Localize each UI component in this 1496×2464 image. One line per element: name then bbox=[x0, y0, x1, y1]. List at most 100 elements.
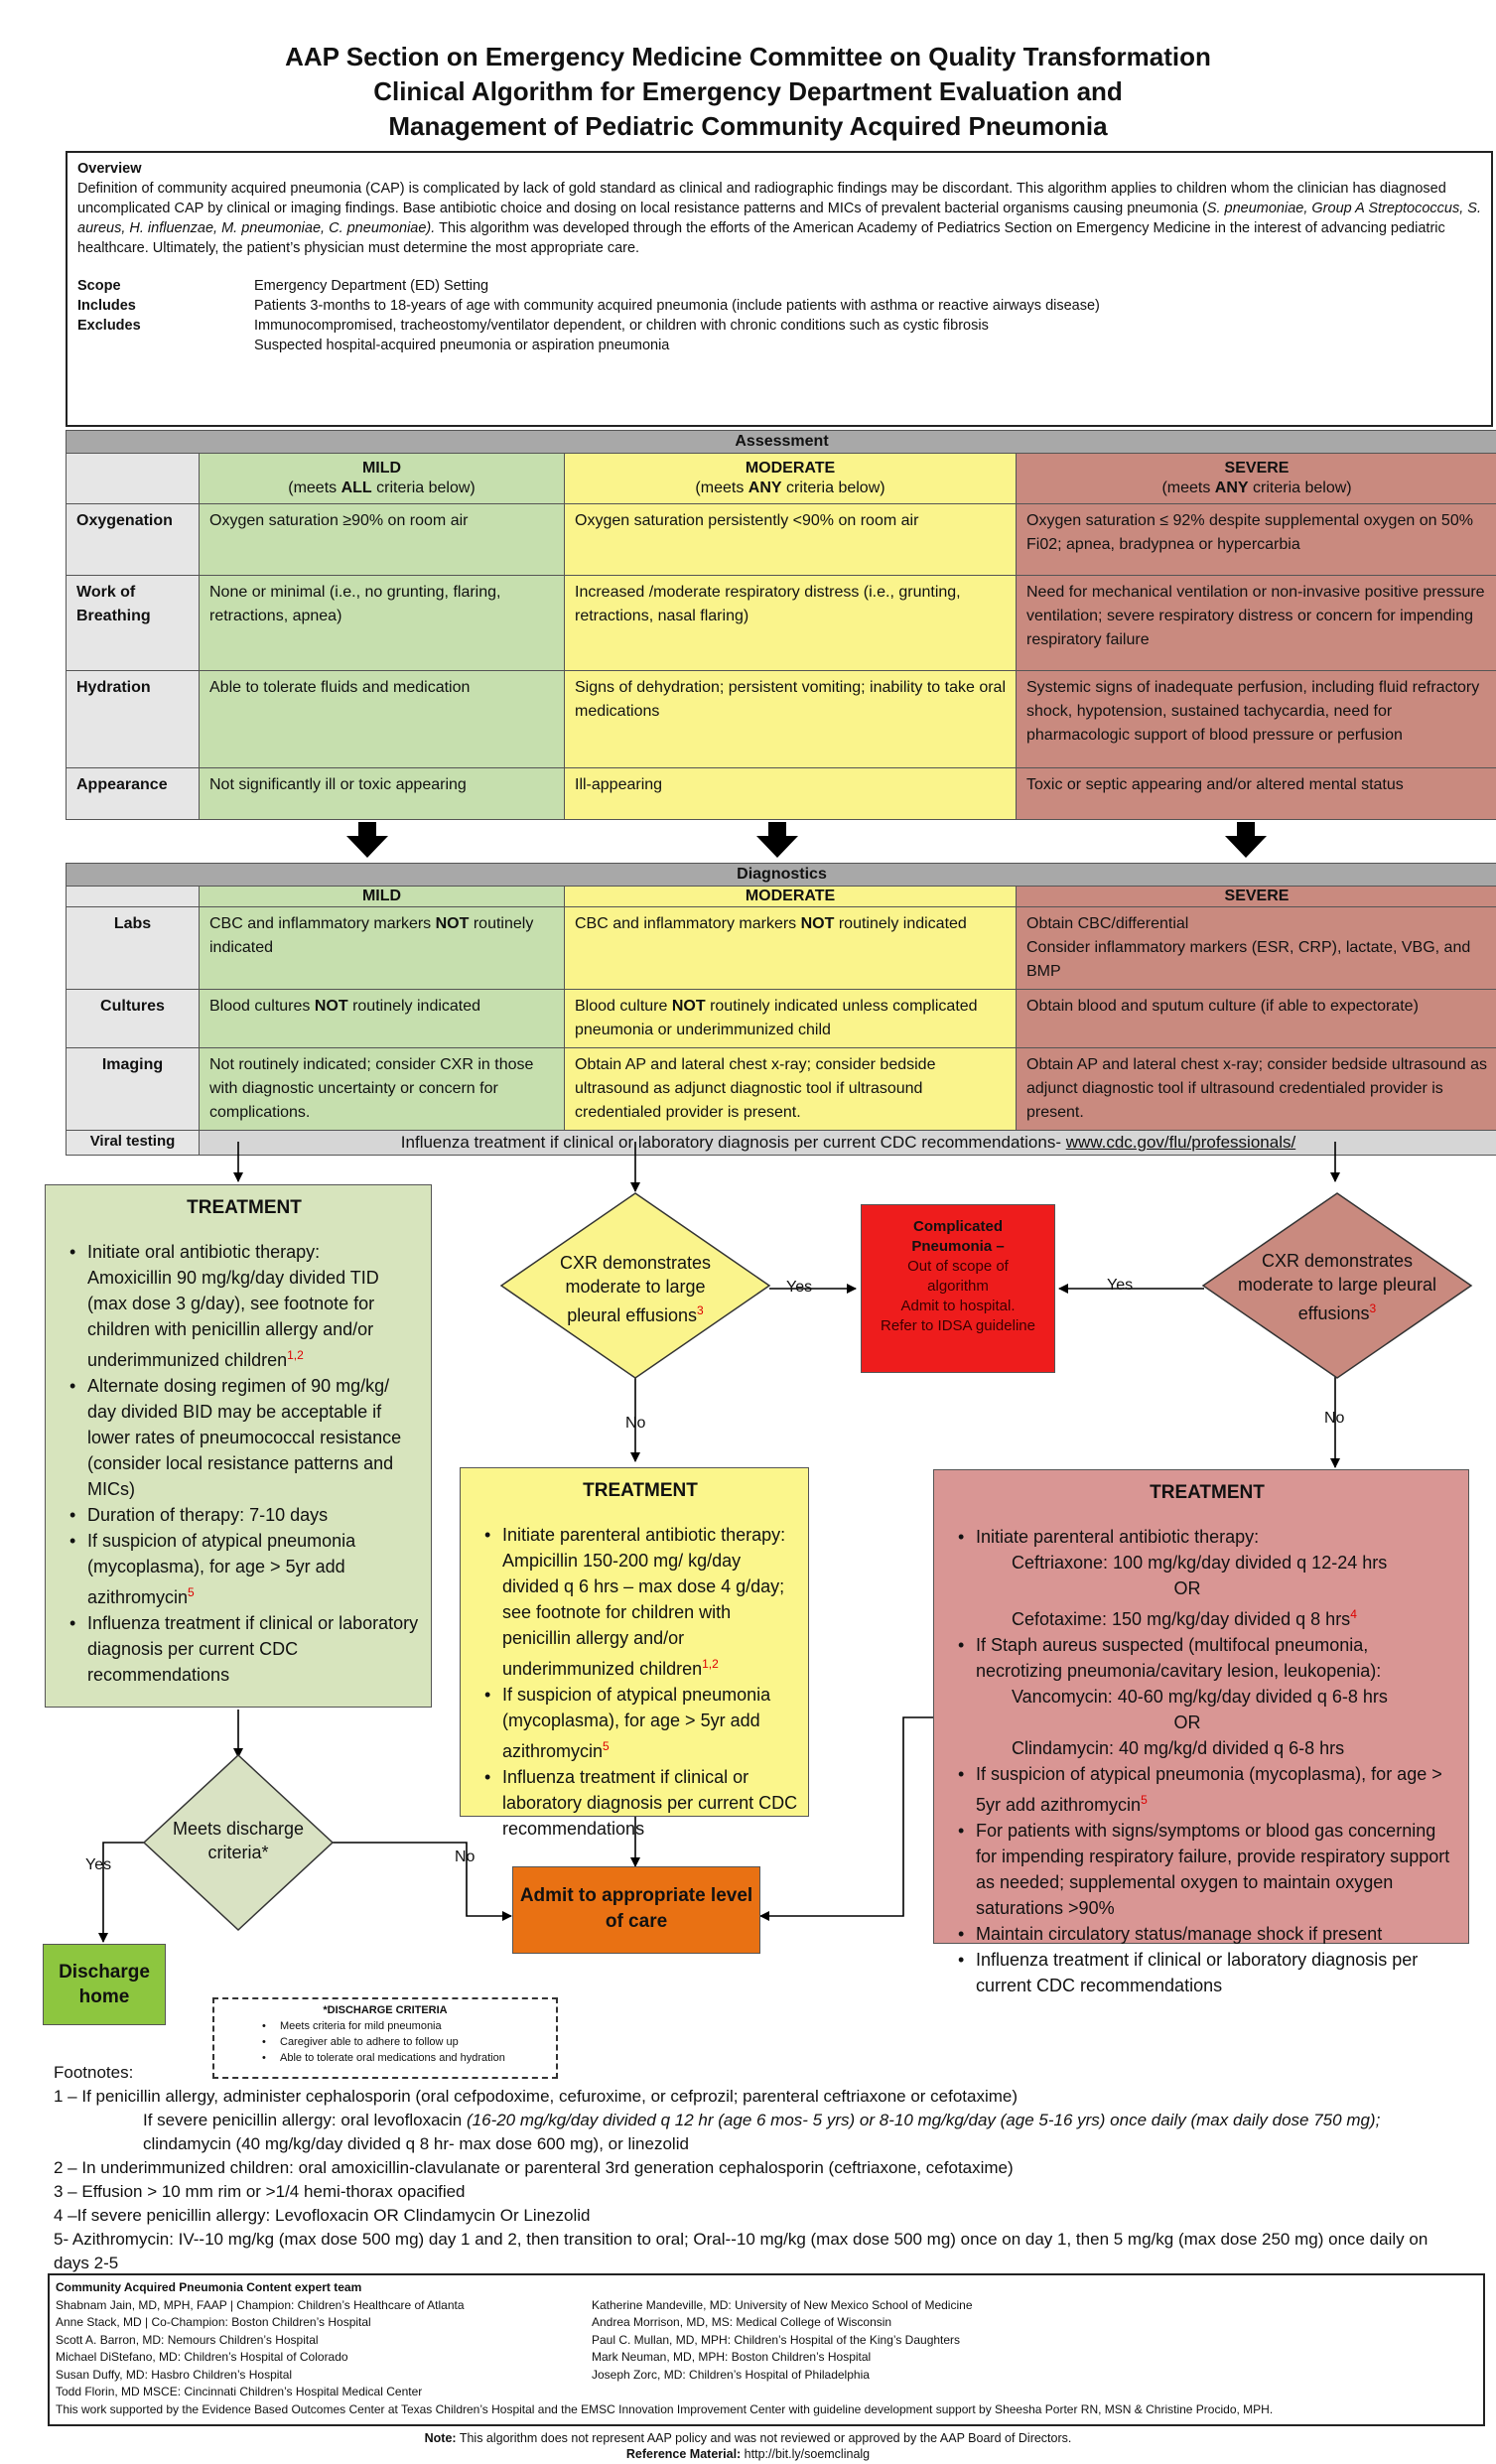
footnotes: Footnotes: 1 – If penicillin allergy, ad… bbox=[54, 2061, 1463, 2275]
assessment-severe-header: SEVERE(meets ANY criteria below) bbox=[1015, 453, 1496, 504]
complicated-line-2: Admit to hospital. bbox=[900, 1298, 1016, 1314]
arrow-down-icon bbox=[756, 822, 798, 858]
severe-treatment-item: If suspicion of atypical pneumonia (myco… bbox=[958, 1761, 1458, 1818]
labs-mild: CBC and inflammatory markers NOT routine… bbox=[199, 906, 565, 990]
severe-treatment-title: TREATMENT bbox=[1150, 1482, 1265, 1503]
team-box: Community Acquired Pneumonia Content exp… bbox=[48, 2273, 1485, 2426]
cxr-mod-yes-label: Yes bbox=[786, 1279, 813, 1296]
row-label-viral-testing: Viral testing bbox=[66, 1130, 200, 1156]
moderate-label: MODERATE bbox=[745, 460, 836, 477]
diagnostics-header: Diagnostics bbox=[66, 863, 1496, 887]
team-member: Paul C. Mullan, MD, MPH: Children’s Hosp… bbox=[592, 2332, 961, 2347]
severe-treatment-item: Influenza treatment if clinical or labor… bbox=[958, 1947, 1458, 1998]
diagnostics-table: Diagnostics MILD MODERATE SEVERE Labs CB… bbox=[66, 863, 1496, 1156]
overview-organisms: S. pneumoniae, Group A Streptococcus, S.… bbox=[77, 201, 1481, 236]
page-title: AAP Section on Emergency Medicine Commit… bbox=[0, 40, 1496, 144]
connector-line bbox=[331, 1842, 512, 1921]
mild-sub: (meets ALL criteria below) bbox=[288, 479, 476, 496]
team-member: Mark Neuman, MD, MPH: Boston Children’s … bbox=[592, 2350, 872, 2364]
arrow-down-icon bbox=[1225, 822, 1267, 858]
team-member: Todd Florin, MD MSCE: Cincinnati Childre… bbox=[56, 2385, 423, 2398]
row-label-work-of-breathing: Work of Breathing bbox=[66, 575, 200, 671]
wob-severe: Need for mechanical ventilation or non-i… bbox=[1015, 575, 1496, 671]
discharge-yes-label: Yes bbox=[85, 1856, 112, 1873]
cxr-moderate-text: CXR demonstrates moderate to large pleur… bbox=[559, 1253, 712, 1325]
diag-moderate-header: MODERATE bbox=[564, 886, 1017, 907]
mild-label: MILD bbox=[361, 460, 402, 477]
overview-text: Definition of community acquired pneumon… bbox=[77, 179, 1481, 258]
row-label-oxygenation: Oxygenation bbox=[66, 503, 200, 576]
labs-moderate: CBC and inflammatory markers NOT routine… bbox=[564, 906, 1017, 990]
team-member: Joseph Zorc, MD: Children’s Hospital of … bbox=[592, 2367, 870, 2382]
discharge-criteria-item: Caregiver able to adhere to follow up bbox=[262, 2034, 550, 2050]
mild-treatment-box: TREATMENT Initiate oral antibiotic thera… bbox=[45, 1184, 432, 1708]
cxr-moderate-diamond bbox=[499, 1192, 771, 1379]
assessment-moderate-header: MODERATE (meets ANY criteria below) bbox=[564, 453, 1017, 504]
assessment-mild-header: MILD (meets ALL criteria below) bbox=[199, 453, 565, 504]
row-label-appearance: Appearance bbox=[66, 767, 200, 820]
team-support: This work supported by the Evidence Base… bbox=[56, 2401, 1274, 2416]
wob-moderate: Increased /moderate respiratory distress… bbox=[564, 575, 1017, 671]
complicated-line-1: Out of scope of algorithm bbox=[907, 1258, 1009, 1295]
footnote-2: 2 – In underimmunized children: oral amo… bbox=[54, 2158, 1014, 2177]
overview-box: Overview Definition of community acquire… bbox=[66, 151, 1493, 427]
footnote-4: 4 –If severe penicillin allergy: Levoflo… bbox=[54, 2206, 591, 2225]
cultures-mild: Blood cultures NOT routinely indicated bbox=[199, 989, 565, 1048]
viral-testing-cell: Influenza treatment if clinical or labor… bbox=[199, 1130, 1496, 1156]
mild-treatment-item: Duration of therapy: 7-10 days bbox=[69, 1502, 421, 1528]
mild-treatment-item: Initiate oral antibiotic therapy:Amoxici… bbox=[69, 1239, 421, 1373]
team-member: Andrea Morrison, MD, MS: Medical College… bbox=[592, 2315, 892, 2329]
discharge-decision-diamond bbox=[142, 1753, 335, 1932]
severe-treatment-box: TREATMENT Initiate parenteral antibiotic… bbox=[933, 1469, 1469, 1995]
cdc-link[interactable]: www.cdc.gov/flu/professionals/ bbox=[1065, 1133, 1296, 1152]
moderate-sub: (meets ANY criteria below) bbox=[695, 479, 885, 496]
severe-treatment-item: For patients with signs/symptoms or bloo… bbox=[958, 1818, 1458, 1921]
note-line: Note: This algorithm does not represent … bbox=[424, 2431, 1072, 2445]
assessment-arrows bbox=[346, 822, 1267, 858]
discharge-criteria-item: Meets criteria for mild pneumonia bbox=[262, 2018, 550, 2034]
diag-mild-header: MILD bbox=[199, 886, 565, 907]
reference-link[interactable]: http://bit.ly/soemclinalg bbox=[741, 2447, 871, 2461]
connector-line bbox=[759, 1716, 936, 1921]
cxr-severe-text: CXR demonstrates moderate to large pleur… bbox=[1237, 1251, 1437, 1323]
appearance-severe: Toxic or septic appearing and/or altered… bbox=[1015, 767, 1496, 820]
assessment-header: Assessment bbox=[65, 430, 1496, 454]
discharge-criteria-item: Able to tolerate oral medications and hy… bbox=[262, 2050, 550, 2066]
row-label-imaging: Imaging bbox=[66, 1047, 200, 1131]
includes-label: Includes bbox=[77, 298, 136, 314]
row-label-hydration: Hydration bbox=[66, 670, 200, 768]
complicated-line-3: Refer to IDSA guideline bbox=[881, 1317, 1035, 1334]
oxygenation-mild: Oxygen saturation ≥90% on room air bbox=[199, 503, 565, 576]
severe-label: SEVERE bbox=[1224, 460, 1290, 477]
discharge-home-box: Discharge home bbox=[43, 1944, 166, 2025]
mild-treatment-item: Alternate dosing regimen of 90 mg/kg/ da… bbox=[69, 1373, 421, 1502]
moderate-treatment-title: TREATMENT bbox=[583, 1480, 698, 1501]
severe-treatment-item: If Staph aureus suspected (multifocal pn… bbox=[958, 1632, 1458, 1761]
connector-line bbox=[98, 1842, 146, 1943]
discharge-no-label: No bbox=[455, 1848, 476, 1865]
overview-text-a: Definition of community acquired pneumon… bbox=[77, 181, 1446, 216]
imaging-moderate: Obtain AP and lateral chest x-ray; consi… bbox=[564, 1047, 1017, 1131]
title-line-1: AAP Section on Emergency Medicine Commit… bbox=[285, 42, 1211, 71]
discharge-criteria-title: *DISCHARGE CRITERIA bbox=[323, 2004, 448, 2016]
team-member: Michael DiStefano, MD: Children’s Hospit… bbox=[56, 2350, 348, 2364]
discharge-decision-text: Meets discharge criteria* bbox=[172, 1819, 305, 1862]
includes-row: Includes Patients 3-months to 18-years of… bbox=[77, 296, 1481, 316]
cxr-sev-no-label: No bbox=[1324, 1410, 1345, 1427]
team-heading: Community Acquired Pneumonia Content exp… bbox=[56, 2280, 362, 2294]
overview-text-b: This algorithm was developed through the… bbox=[77, 220, 1445, 256]
footnote-5: 5- Azithromycin: IV--10 mg/kg (max dose … bbox=[54, 2230, 1428, 2272]
title-line-2: Clinical Algorithm for Emergency Departm… bbox=[373, 76, 1123, 106]
team-member: Shabnam Jain, MD, MPH, FAAP | Champion: … bbox=[56, 2297, 465, 2312]
includes-value: Patients 3-months to 18-years of age wit… bbox=[254, 298, 1100, 314]
moderate-treatment-item: If suspicion of atypical pneumonia (myco… bbox=[484, 1682, 798, 1764]
cxr-severe-diamond bbox=[1201, 1192, 1473, 1379]
discharge-criteria-box: *DISCHARGE CRITERIA Meets criteria for m… bbox=[212, 1997, 558, 2079]
cultures-moderate: Blood culture NOT routinely indicated un… bbox=[564, 989, 1017, 1048]
appearance-moderate: Ill-appearing bbox=[564, 767, 1017, 820]
cxr-mod-no-label: No bbox=[625, 1415, 646, 1432]
viral-text: Influenza treatment if clinical or labor… bbox=[400, 1133, 1066, 1152]
